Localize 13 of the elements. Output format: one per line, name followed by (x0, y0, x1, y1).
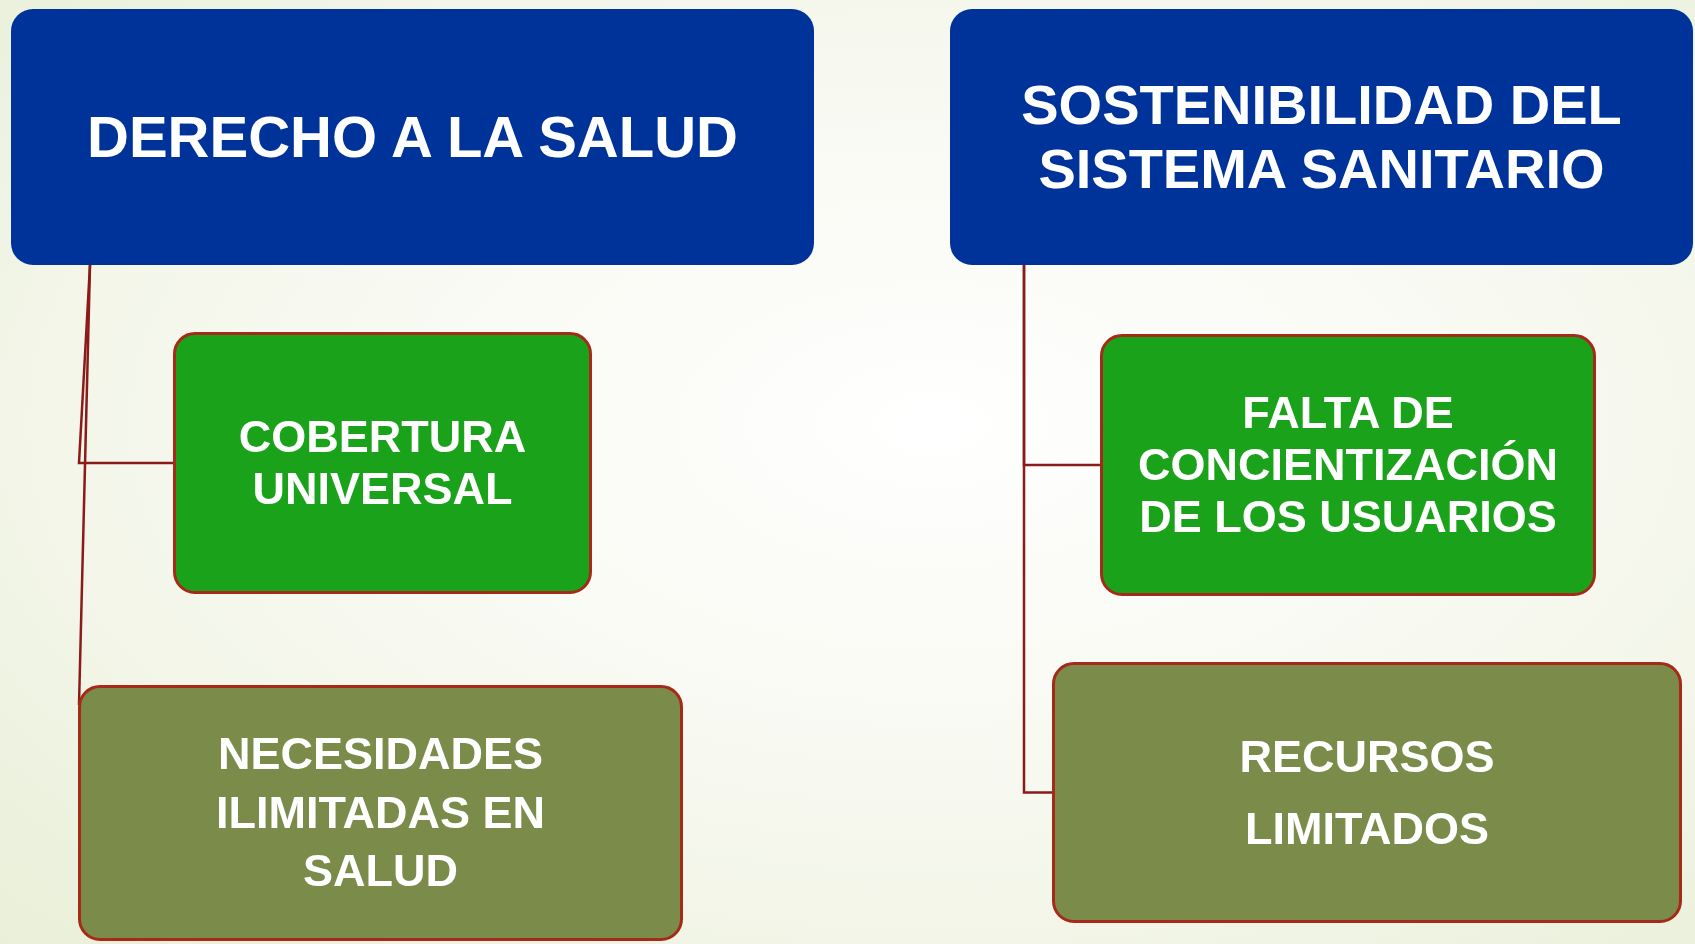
box-label: NECESIDADES ILIMITADAS EN SALUD (214, 727, 547, 899)
box-label: FALTA DE CONCIENTIZACIÓN DE LOS USUARIOS (1137, 387, 1559, 543)
box-label: SOSTENIBILIDAD DEL SISTEMA SANITARIO (1020, 72, 1623, 202)
box-label: RECURSOS LIMITADOS (1238, 729, 1496, 856)
connector-line (1022, 265, 1052, 794)
box-label: COBERTURA UNIVERSAL (237, 411, 528, 515)
title-box (950, 9, 1693, 265)
concept-box (1100, 334, 1596, 596)
concept-box (173, 332, 592, 594)
title-box (11, 9, 814, 265)
concept-box (78, 685, 683, 941)
box-label: DERECHO A LA SALUD (87, 103, 738, 172)
concept-box (1052, 662, 1682, 923)
